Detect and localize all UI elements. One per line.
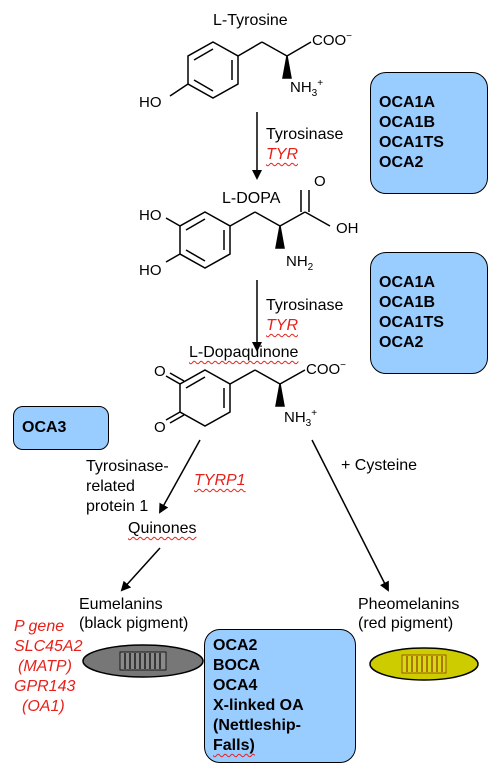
oca3-box: OCA3: [13, 406, 109, 450]
tyrosine-name: L-Tyrosine: [213, 12, 288, 29]
arrow-to-eumelanins: [120, 547, 161, 592]
box2-item: OCA1TS: [379, 314, 444, 331]
gene-matp: (MATP): [18, 658, 72, 675]
dopaquinone-structure: [165, 369, 306, 427]
box4-item: (Nettleship-: [213, 717, 301, 734]
tyrosine-ho: HO: [139, 94, 162, 111]
gene-p: P gene: [14, 618, 65, 635]
step1-enzyme: Tyrosinase: [266, 126, 344, 143]
box2-item: OCA1A: [379, 274, 436, 291]
box4-item: OCA4: [213, 677, 258, 694]
gene-slc45a2: SLC45A2: [14, 638, 83, 655]
step2-enzyme: Tyrosinase: [266, 297, 344, 314]
box1-item: OCA2: [379, 154, 424, 171]
tyrosine-structure: [169, 41, 312, 99]
box4-item: Falls): [213, 737, 255, 754]
dopaquinone-name: L-Dopaquinone: [189, 344, 299, 361]
oca-box-eumelanin: OCA2 BOCA OCA4 X-linked OA (Nettleship- …: [204, 629, 356, 763]
box2-item: OCA2: [379, 334, 424, 351]
step2-gene: TYR: [266, 317, 298, 334]
eumelanins-name: Eumelanins: [79, 596, 163, 613]
tyrosine-carboxylate: COO−: [312, 31, 353, 49]
dopa-o: O: [314, 173, 326, 190]
arrow-to-quinones: [159, 439, 201, 514]
trp1-gene: TYRP1: [194, 472, 246, 489]
oca-box-tyrosinase-2: OCA1A OCA1B OCA1TS OCA2: [370, 252, 488, 374]
box4-item: BOCA: [213, 657, 261, 674]
dopa-ho-top: HO: [139, 207, 162, 224]
pathway-arrows: [120, 112, 389, 592]
gene-gpr143: GPR143: [14, 678, 76, 695]
dopa-structure: [165, 190, 331, 269]
pheomelanins-desc: (red pigment): [358, 615, 454, 632]
pheomelanins-name: Pheomelanins: [358, 596, 460, 613]
dopaquinone-o-bottom: O: [154, 419, 166, 436]
box4-item: OCA2: [213, 637, 258, 654]
gene-oa1: (OA1): [22, 698, 65, 715]
box4-item: X-linked OA: [213, 697, 304, 714]
dopaquinone-carboxylate: COO−: [306, 360, 347, 378]
step1-gene: TYR: [266, 146, 298, 163]
tyrosine-amine: NH3+: [290, 78, 324, 99]
eumelanins-desc: (black pigment): [79, 615, 189, 632]
eumelanin-granule: [82, 644, 204, 678]
trp1-line1: Tyrosinase-: [86, 458, 169, 475]
dopaquinone-o-top: O: [154, 363, 166, 380]
box1-item: OCA1B: [379, 114, 436, 131]
oca3-label: OCA3: [22, 419, 67, 436]
oca-box-tyrosinase-1: OCA1A OCA1B OCA1TS OCA2: [370, 72, 488, 194]
box1-item: OCA1TS: [379, 134, 444, 151]
box1-item: OCA1A: [379, 94, 436, 111]
arrow-to-pheomelanins: [311, 439, 389, 592]
trp1-line3: protein 1: [86, 498, 149, 515]
quinones-label: Quinones: [128, 520, 197, 537]
dopa-amine: NH2: [286, 253, 314, 273]
trp1-line2: related: [86, 478, 135, 495]
cysteine-label: + Cysteine: [341, 457, 418, 474]
box2-item: OCA1B: [379, 294, 436, 311]
dopa-ho-bottom: HO: [139, 262, 162, 279]
dopaquinone-amine: NH3+: [284, 408, 318, 429]
pheomelanin-granule: [369, 647, 479, 681]
dopa-name: L-DOPA: [222, 190, 281, 207]
dopa-oh: OH: [336, 220, 359, 237]
